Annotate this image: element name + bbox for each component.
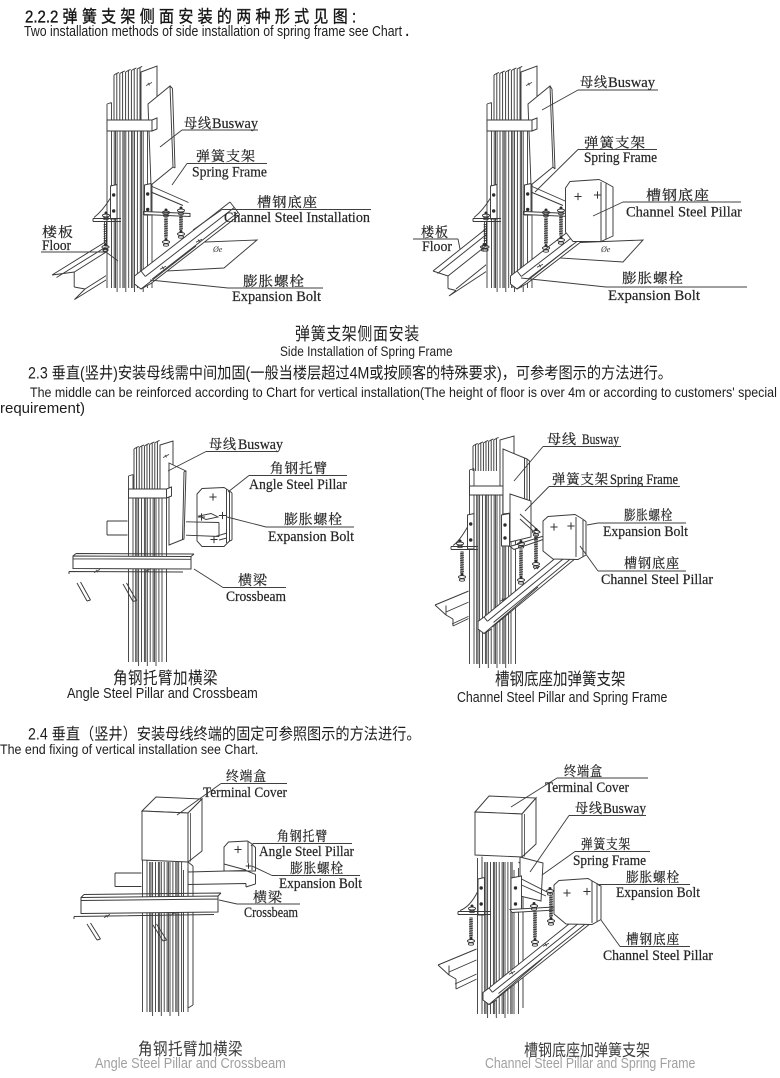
svg-text:膨胀螺栓: 膨胀螺栓 [622,268,684,288]
svg-text:弹簧支架: 弹簧支架 [584,133,646,153]
svg-text:角钢托臂: 角钢托臂 [270,458,328,478]
svg-text:Spring Frame: Spring Frame [573,853,646,869]
svg-text:槽钢底座: 槽钢底座 [626,929,680,949]
svg-text:横梁: 横梁 [253,887,283,907]
svg-text:弹簧支架: 弹簧支架 [552,469,609,489]
svg-text:Expansion Bolt: Expansion Bolt [616,885,700,901]
svg-text:Spring Frame: Spring Frame [610,472,678,488]
svg-text:Angle Steel Pillar: Angle Steel Pillar [259,844,354,860]
svg-text:弹簧支架: 弹簧支架 [196,146,256,166]
svg-text:终端盒: 终端盒 [564,761,603,781]
svg-text:母线: 母线 [580,72,608,92]
svg-text:楼板: 楼板 [421,222,449,242]
svg-text:Floor: Floor [422,239,452,255]
svg-text:Crossbeam: Crossbeam [244,905,299,921]
svg-text:Busway: Busway [212,116,259,132]
svg-text:Angle Steel Pillar: Angle Steel Pillar [249,477,347,493]
svg-text:Expansion Bolt: Expansion Bolt [268,529,354,545]
svg-text:Busway: Busway [608,75,656,91]
svg-text:横梁: 横梁 [238,570,268,590]
svg-text:母线: 母线 [575,798,603,818]
svg-text:膨胀螺栓: 膨胀螺栓 [624,505,673,525]
svg-text:膨胀螺栓: 膨胀螺栓 [290,858,344,878]
svg-text:槽钢底座: 槽钢底座 [646,185,710,205]
svg-text:Terminal Cover: Terminal Cover [203,785,287,801]
svg-text:Channel Steel Pillar: Channel Steel Pillar [603,948,713,964]
svg-text:膨胀螺栓: 膨胀螺栓 [243,271,305,291]
svg-text:Øe: Øe [600,245,611,254]
svg-text:膨胀螺栓: 膨胀螺栓 [626,867,680,887]
svg-text:槽钢底座: 槽钢底座 [624,553,680,573]
svg-text:Channel Steel Pillar: Channel Steel Pillar [601,572,713,588]
svg-text:角钢托臂: 角钢托臂 [277,826,328,846]
svg-text:Floor: Floor [42,238,71,254]
svg-text:母线: 母线 [209,434,237,454]
svg-text:母线: 母线 [184,113,212,133]
svg-text:Spring Frame: Spring Frame [192,165,267,181]
svg-text:Øe: Øe [212,245,223,254]
svg-text:Terminal Cover: Terminal Cover [545,780,629,796]
svg-text:弹簧支架: 弹簧支架 [581,834,631,854]
svg-text:膨胀螺栓: 膨胀螺栓 [284,509,343,529]
svg-text:Expansion Bolt: Expansion Bolt [279,876,362,892]
svg-text:母线: 母线 [547,429,577,449]
svg-text:Crossbeam: Crossbeam [226,589,287,605]
svg-text:Expansion Bolt: Expansion Bolt [232,289,321,305]
svg-text:Busway: Busway [582,432,620,448]
svg-text:Spring Frame: Spring Frame [584,150,657,166]
svg-text:Expansion Bolt: Expansion Bolt [603,524,688,540]
svg-text:终端盒: 终端盒 [226,766,267,786]
svg-text:Busway: Busway [238,437,284,453]
svg-text:Expansion Bolt: Expansion Bolt [608,288,700,304]
svg-text:槽钢底座: 槽钢底座 [257,192,318,212]
svg-text:Busway: Busway [603,801,647,817]
svg-text:Channel Steel Installation: Channel Steel Installation [224,210,371,226]
svg-text:楼板: 楼板 [42,222,74,242]
svg-text:Channel Steel Pillar: Channel Steel Pillar [626,205,742,221]
